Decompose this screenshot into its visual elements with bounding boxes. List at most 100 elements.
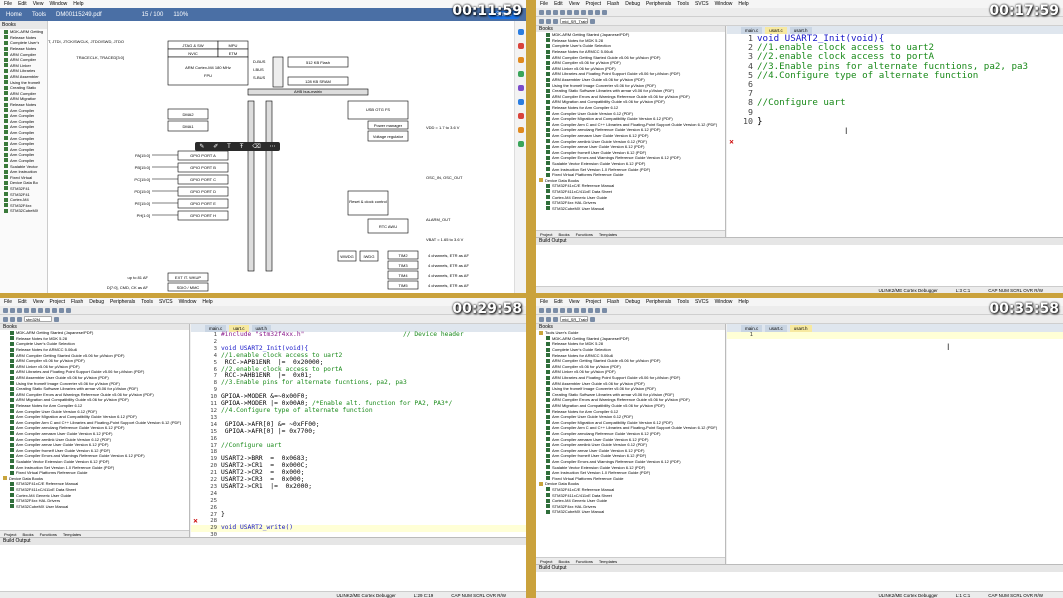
book-item[interactable]: Using the fromelf Image Converter v5.06 … xyxy=(0,380,189,386)
bookmark-item[interactable]: Scalable Vector xyxy=(0,163,47,169)
bookmark-item[interactable]: Arm Compiler xyxy=(0,141,47,147)
bookmark-item[interactable]: ARM Libraries xyxy=(0,68,47,74)
menu-item[interactable]: Peripherals xyxy=(109,299,136,305)
bookmark-item[interactable]: ARM Assembler xyxy=(0,74,47,80)
book-item[interactable]: ARM Assembler User Guide v5.06 for µVisi… xyxy=(0,375,189,381)
book-item[interactable]: STM32F4xx HAL Drivers xyxy=(536,200,725,206)
book-item[interactable]: Arm Compiler armclang Reference Guide Ve… xyxy=(0,425,189,431)
menu-item[interactable]: View xyxy=(32,1,44,7)
compress-icon[interactable] xyxy=(517,127,524,133)
book-item[interactable]: Arm Compiler fromelf User Guide Version … xyxy=(0,447,189,453)
book-item[interactable]: Release Notes for MDK 5.28 xyxy=(536,341,725,347)
book-item[interactable]: Using the fromelf Image Converter v5.06 … xyxy=(536,82,725,88)
target-select[interactable]: mid_SR_Train xyxy=(560,316,588,322)
menu-item[interactable]: Tools xyxy=(141,299,153,305)
bookmark-item[interactable]: ARM Migration xyxy=(0,96,47,102)
book-item[interactable]: Arm Compiler armar User Guide Version 6.… xyxy=(536,144,725,150)
book-item[interactable]: Arm Compiler Errors and Warnings Referen… xyxy=(536,155,725,161)
book-item[interactable]: Release Notes for Arm Compiler 6.12 xyxy=(536,105,725,111)
bookmark-item[interactable]: Release Notes xyxy=(0,46,47,52)
book-item[interactable]: ARM Linker v5.06 for µVision (PDF) xyxy=(536,369,725,375)
menu-item[interactable]: Debug xyxy=(625,1,640,7)
menu-item[interactable]: SVCS xyxy=(158,299,173,305)
book-item[interactable]: ARM Compiler Getting Started Guide v5.06… xyxy=(536,54,725,60)
tab-project[interactable]: Project xyxy=(540,231,553,237)
book-item[interactable]: Arm Compiler armar User Guide Version 6.… xyxy=(0,442,189,448)
tab-project[interactable]: Project xyxy=(540,558,553,564)
text-box-icon[interactable]: Ŧ xyxy=(239,143,244,150)
copy-icon[interactable] xyxy=(567,9,572,15)
bookmark-item[interactable]: Arm Compiler xyxy=(0,124,47,130)
menu-item[interactable]: Project xyxy=(49,299,65,305)
tools-icon[interactable] xyxy=(517,141,524,147)
book-item[interactable]: Creating Static Software Libraries with … xyxy=(0,386,189,392)
find-icon[interactable] xyxy=(595,9,600,15)
book-item[interactable]: Release Notes for Arm Compiler 6.12 xyxy=(536,408,725,414)
menu-item[interactable]: Help xyxy=(202,299,213,305)
book-item[interactable]: MDK-ARM Getting Started (Japanese/PDF) xyxy=(536,336,725,342)
book-item[interactable]: Arm Compiler armclang Reference Guide Ve… xyxy=(536,431,725,437)
debug-icon[interactable] xyxy=(66,307,71,313)
book-item[interactable]: Arm Instruction Set Version 1.0 Referenc… xyxy=(536,166,725,172)
undo-icon[interactable] xyxy=(45,307,50,313)
tab-functions[interactable]: Functions xyxy=(575,231,593,237)
book-item[interactable]: ARM Assembler User Guide v5.06 for µVisi… xyxy=(536,380,725,386)
organize-icon[interactable] xyxy=(517,71,524,77)
book-item[interactable]: Arm Compiler Arm C and C++ Libraries and… xyxy=(536,425,725,431)
book-item[interactable]: Arm Compiler armasm User Guide Version 6… xyxy=(536,133,725,139)
bookmark-item[interactable]: ARM Compiler xyxy=(0,91,47,97)
book-item[interactable]: Cortex-M4 Generic User Guide xyxy=(536,498,725,504)
book-item[interactable]: Arm Compiler fromelf User Guide Version … xyxy=(536,453,725,459)
paste-icon[interactable] xyxy=(38,307,43,313)
build-icon[interactable] xyxy=(3,316,8,322)
more-icon[interactable]: ⋯ xyxy=(269,144,276,150)
bookmark-item[interactable]: Cortex-M4 xyxy=(0,197,47,203)
book-item[interactable]: Arm Compiler armar User Guide Version 6.… xyxy=(536,447,725,453)
book-item[interactable]: STM32CubeMX User Manual xyxy=(0,503,189,509)
book-item[interactable]: Scalable Vector Extension Guide Version … xyxy=(0,459,189,465)
book-item[interactable]: Fixed Virtual Platforms Reference Guide xyxy=(536,475,725,481)
book-item[interactable]: Arm Compiler Arm C and C++ Libraries and… xyxy=(536,122,725,128)
menu-item[interactable]: Edit xyxy=(554,299,563,305)
tab-books[interactable]: Books xyxy=(22,531,34,537)
menu-item[interactable]: Window xyxy=(49,1,68,7)
book-item[interactable]: Arm Compiler Migration and Compatibility… xyxy=(536,420,725,426)
book-item[interactable]: ARM Compiler Getting Started Guide v5.06… xyxy=(0,352,189,358)
book-item[interactable]: ARM Compiler v5.06 for µVision (PDF) xyxy=(0,358,189,364)
book-item[interactable]: ARM Linker v5.06 for µVision (PDF) xyxy=(536,66,725,72)
bookmark-item[interactable]: Arm Compiler xyxy=(0,130,47,136)
tab-books[interactable]: Books xyxy=(558,231,570,237)
book-item[interactable]: Release Notes for ARMCC 5.06u6 xyxy=(0,347,189,353)
bookmark-item[interactable]: ARM Compiler xyxy=(0,51,47,57)
menu-item[interactable]: Debug xyxy=(625,299,640,305)
menu-item[interactable]: View xyxy=(568,299,580,305)
tab-templates[interactable]: Templates xyxy=(598,558,618,564)
book-item[interactable]: Release Notes for MDK 5.28 xyxy=(536,38,725,44)
book-item[interactable]: ARM Migration and Compatibility Guide v5… xyxy=(536,99,725,105)
tab-project[interactable]: Project xyxy=(4,531,17,537)
menu-item[interactable]: Flash xyxy=(607,1,620,7)
save-icon[interactable] xyxy=(553,9,558,15)
bookmark-item[interactable]: ARM Compiler xyxy=(0,57,47,63)
books-section[interactable]: Tools User's Guide xyxy=(536,330,725,336)
book-item[interactable]: Arm Compiler User Guide Version 6.12 (PD… xyxy=(536,110,725,116)
build-icon[interactable] xyxy=(539,316,544,322)
book-item[interactable]: STM32CubeMX User Manual xyxy=(536,205,725,211)
rebuild-icon[interactable] xyxy=(10,316,15,322)
cut-icon[interactable] xyxy=(24,307,29,313)
book-item[interactable]: Arm Compiler User Guide Version 6.12 (PD… xyxy=(536,414,725,420)
book-item[interactable]: ARM Compiler Getting Started Guide v5.06… xyxy=(536,358,725,364)
book-item[interactable]: Arm Compiler armlink User Guide Version … xyxy=(0,436,189,442)
book-item[interactable]: STM32F4xx HAL Drivers xyxy=(536,503,725,509)
menu-item[interactable]: Window xyxy=(714,299,733,305)
edit-icon[interactable] xyxy=(517,43,524,49)
bookmark-item[interactable]: Arm Compiler xyxy=(0,135,47,141)
bookmark-item[interactable]: STM32F41 xyxy=(0,191,47,197)
book-item[interactable]: Arm Compiler Arm C and C++ Libraries and… xyxy=(0,420,189,426)
book-item[interactable]: STM32CubeMX User Manual xyxy=(536,509,725,515)
bookmark-item[interactable]: STM32F4xx xyxy=(0,202,47,208)
book-item[interactable]: STM32F4xx HAL Drivers xyxy=(0,498,189,504)
redo-icon[interactable] xyxy=(588,9,593,15)
